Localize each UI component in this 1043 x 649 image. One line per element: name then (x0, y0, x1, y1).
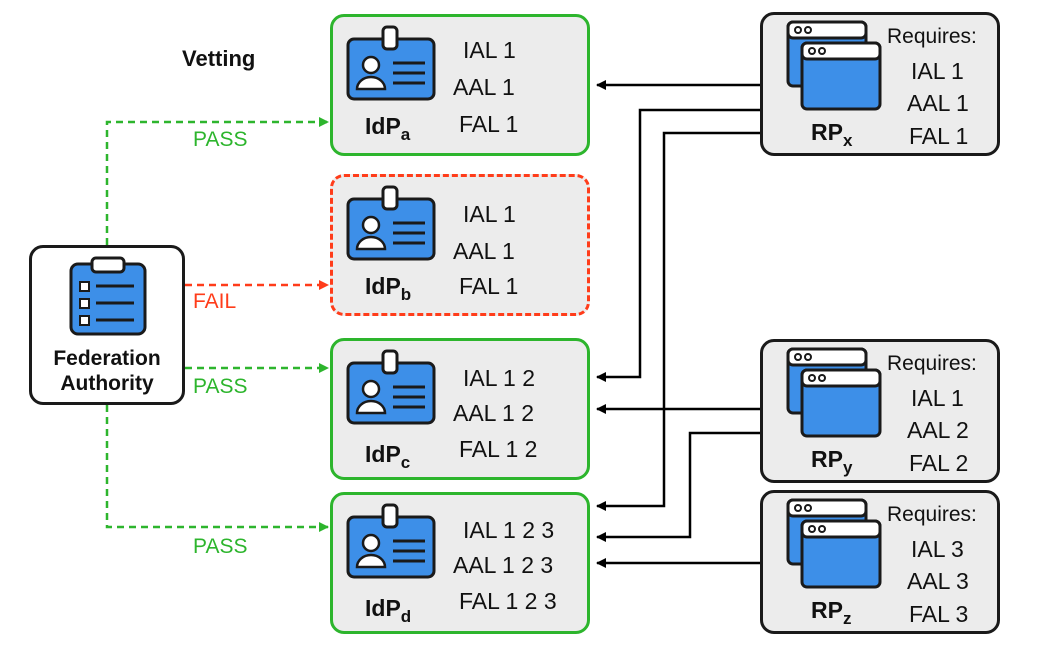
rpx-to-idpc-arrow (596, 108, 760, 382)
rp-x-fal: FAL 1 (909, 123, 969, 149)
idp-d-aal: AAL 1 2 3 (453, 552, 554, 578)
idp-a-ial: IAL 1 (463, 37, 516, 63)
idp-c-aal: AAL 1 2 (453, 400, 534, 426)
rp-y-aal: AAL 2 (907, 417, 969, 443)
idp-c-box: IdPc IAL 1 2 AAL 1 2 FAL 1 2 (330, 338, 590, 480)
idp-a-name: IdPa (365, 113, 411, 144)
id-badge-icon (346, 185, 436, 261)
vetting-label-b: FAIL (193, 290, 237, 313)
browser-windows-icon (786, 347, 882, 438)
idp-b-name: IdPb (365, 273, 412, 304)
rp-y-fal: FAL 2 (909, 450, 969, 476)
id-badge-icon (346, 503, 436, 579)
rp-z-ial: IAL 3 (911, 536, 964, 562)
vetting-label-c: PASS (193, 375, 248, 398)
id-badge-icon (346, 349, 436, 425)
federation-authority-line2: Authority (60, 372, 154, 395)
rp-y-ial: IAL 1 (911, 385, 964, 411)
federation-authority-line1: Federation (53, 347, 161, 370)
idp-d-name: IdPd (365, 595, 412, 626)
rpx-to-idpd-arrow (596, 131, 760, 511)
browser-windows-icon (786, 498, 882, 589)
rp-y-name: RPy (811, 446, 853, 477)
idp-b-aal: AAL 1 (453, 238, 515, 264)
rp-y-box: RPy Requires: IAL 1 AAL 2 FAL 2 (760, 339, 1000, 483)
rp-x-box: RPx Requires: IAL 1 AAL 1 FAL 1 (760, 12, 1000, 156)
vetting-arrow-d (105, 405, 329, 532)
rpy-to-idpd-arrow (596, 431, 760, 542)
rp-y-requires: Requires: (887, 352, 977, 375)
idp-a-aal: AAL 1 (453, 74, 515, 100)
idp-b-ial: IAL 1 (463, 201, 516, 227)
rp-x-ial: IAL 1 (911, 58, 964, 84)
idp-b-box: IdPb IAL 1 AAL 1 FAL 1 (330, 174, 590, 316)
idp-a-box: IdPa IAL 1 AAL 1 FAL 1 (330, 14, 590, 156)
vetting-label-a: PASS (193, 128, 248, 151)
idp-c-fal: FAL 1 2 (459, 436, 538, 462)
rp-x-aal: AAL 1 (907, 90, 969, 116)
federation-authority-box: Federation Authority (29, 245, 185, 405)
rp-x-name: RPx (811, 119, 853, 150)
idp-a-fal: FAL 1 (459, 111, 519, 137)
rp-z-requires: Requires: (887, 503, 977, 526)
idp-c-name: IdPc (365, 441, 411, 472)
rp-z-aal: AAL 3 (907, 568, 969, 594)
rp-z-box: RPz Requires: IAL 3 AAL 3 FAL 3 (760, 490, 1000, 634)
vetting-arrow-a (105, 117, 329, 245)
rp-z-name: RPz (811, 597, 852, 628)
id-badge-icon (346, 25, 436, 101)
clipboard-checklist-icon (69, 256, 147, 336)
idp-d-fal: FAL 1 2 3 (459, 588, 557, 614)
rp-z-fal: FAL 3 (909, 601, 969, 627)
idp-d-box: IdPd IAL 1 2 3 AAL 1 2 3 FAL 1 2 3 (330, 492, 590, 634)
rp-x-requires: Requires: (887, 25, 977, 48)
idp-c-ial: IAL 1 2 (463, 365, 536, 391)
browser-windows-icon (786, 20, 882, 111)
idp-d-ial: IAL 1 2 3 (463, 517, 555, 543)
vetting-label-d: PASS (193, 535, 248, 558)
idp-b-fal: FAL 1 (459, 273, 519, 299)
vetting-heading: Vetting (182, 46, 256, 71)
